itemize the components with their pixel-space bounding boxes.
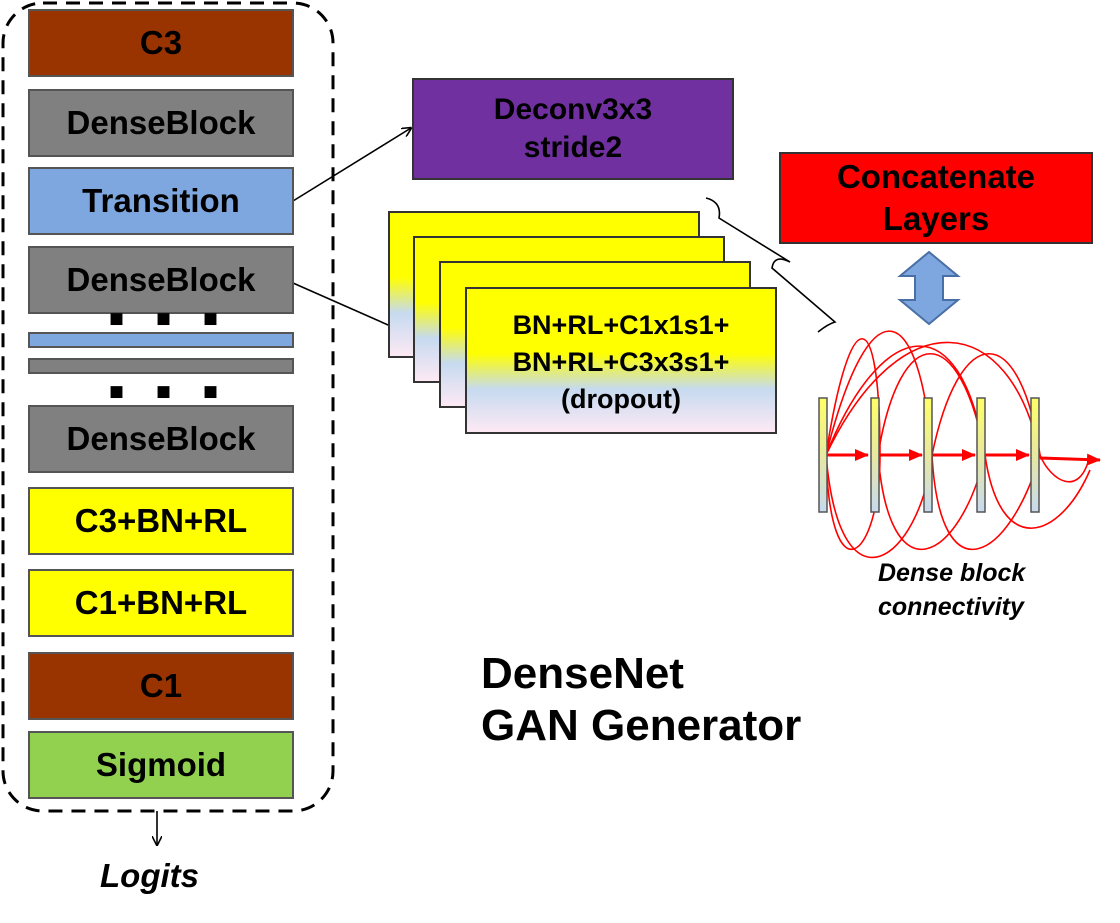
connectivity-caption-line1: Dense block	[878, 559, 1026, 587]
deconv-line2: stride2	[523, 131, 623, 164]
skip-arc	[931, 454, 1041, 551]
generator-block-c3-bn-rl: C3+BN+RL	[28, 487, 294, 555]
transition-to-deconv-arrow	[292, 128, 411, 202]
concatenate-layers-box: Concatenate Layers	[779, 152, 1093, 244]
concatenate-line1: Concatenate	[836, 158, 1036, 195]
generator-block-denseblock-1: DenseBlock	[28, 89, 294, 157]
forward-arrow	[1039, 453, 1101, 466]
skip-arc	[1039, 454, 1091, 483]
card-line1: BN+RL+C1x1s1+	[512, 310, 730, 340]
dense-layer-card-text: BN+RL+C1x1s1+ BN+RL+C3x3s1+ (dropout)	[467, 307, 775, 418]
card-line2: BN+RL+C3x3s1+	[512, 347, 730, 377]
skip-arc	[931, 353, 1041, 456]
generator-block-c1-bn-rl: C1+BN+RL	[28, 569, 294, 637]
skip-arc	[877, 353, 986, 456]
title-line1: DenseNet	[481, 649, 684, 698]
generator-block-transition: Transition	[28, 167, 294, 235]
concatenate-line2: Layers	[882, 200, 990, 237]
transition-bar-collapsed	[28, 332, 294, 348]
generator-block-denseblock-3: DenseBlock	[28, 405, 294, 473]
layer-bar	[870, 397, 880, 513]
layer-bar	[923, 397, 933, 513]
title-line2: GAN Generator	[481, 701, 802, 750]
logits-label: Logits	[100, 857, 199, 894]
diagram-title: DenseNet GAN Generator	[481, 648, 801, 752]
skip-arc	[825, 341, 1041, 456]
dense-layer-card-front: BN+RL+C1x1s1+ BN+RL+C3x3s1+ (dropout)	[465, 287, 777, 434]
deconv-line1: Deconv3x3	[493, 93, 653, 126]
generator-block-sigmoid: Sigmoid	[28, 731, 294, 799]
bidirectional-arrow	[897, 250, 961, 326]
skip-arc	[984, 454, 1091, 529]
generator-block-c3-top: C3	[28, 9, 294, 77]
denseblock-to-card-arrow	[292, 282, 404, 332]
layer-bar	[1030, 397, 1040, 513]
layer-bar	[976, 397, 986, 513]
connectivity-caption: Dense block connectivity	[878, 556, 1025, 624]
connectivity-caption-line2: connectivity	[878, 593, 1024, 621]
card-bracket	[705, 197, 837, 333]
generator-block-denseblock-2: DenseBlock	[28, 246, 294, 314]
deconv-box: Deconv3x3 stride2	[412, 78, 734, 180]
card-line3: (dropout)	[561, 384, 681, 414]
denseblock-bar-collapsed	[28, 358, 294, 374]
skip-arc	[877, 454, 986, 551]
skip-arc	[825, 345, 986, 456]
layer-bar	[818, 397, 828, 513]
generator-dashed-container	[1, 1, 335, 813]
generator-block-c1: C1	[28, 652, 294, 720]
